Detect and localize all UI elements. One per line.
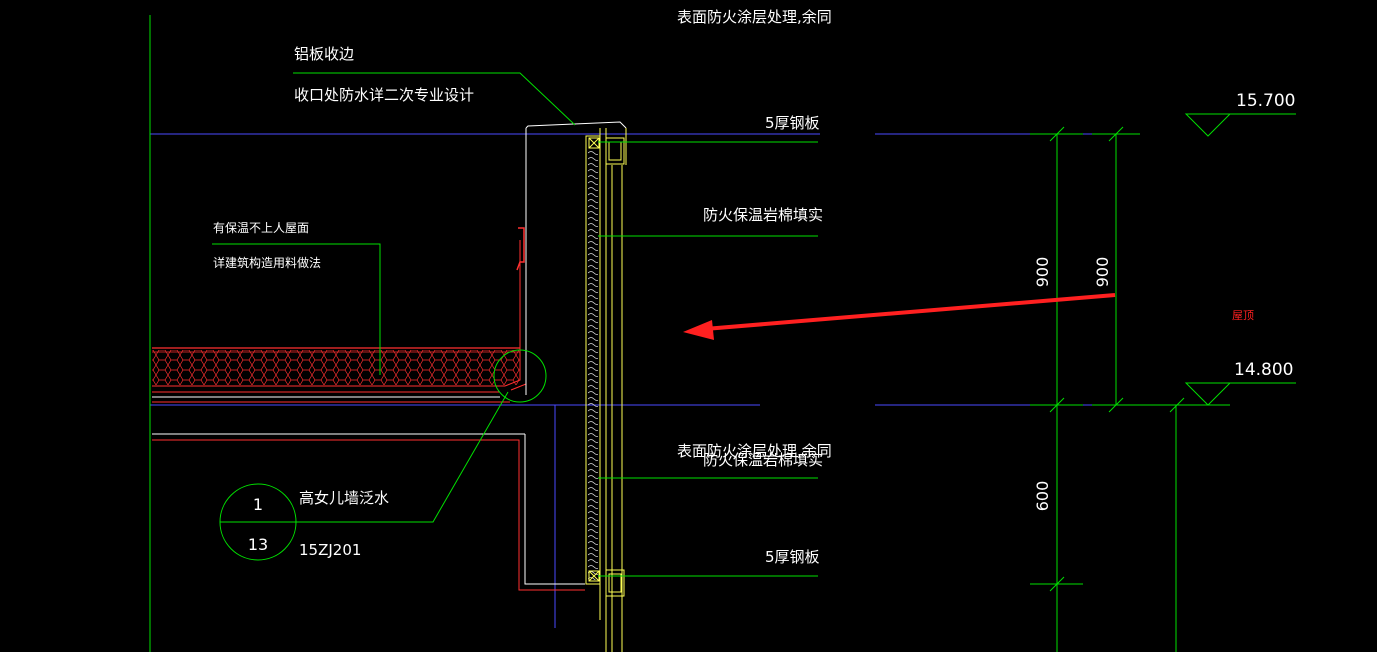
parapet-flashing-label: 高女儿墙泛水 <box>299 489 389 507</box>
elevation-top: 15.700 <box>1236 91 1295 111</box>
mid-note-1: 表面防火涂层处理,余同 <box>677 442 832 460</box>
rock-wool-top-label: 防火保温岩棉填实 <box>703 206 823 224</box>
elevation-marker-top <box>1184 113 1296 137</box>
dimension-600: 600 <box>1033 481 1052 512</box>
mid-note-2: 防火保温岩棉填实 <box>703 451 823 469</box>
elevation-bottom: 14.800 <box>1234 360 1293 380</box>
steel-plate-bottom-label: 5厚钢板 <box>765 548 820 566</box>
annotation-arrow <box>683 293 1116 340</box>
reference-lines <box>150 133 1140 628</box>
detail-index-number: 1 <box>253 495 263 514</box>
dimension-lines <box>1030 126 1230 652</box>
dimension-900-left: 900 <box>1033 257 1052 288</box>
roof-detail-label: 详建筑构造用料做法 <box>213 255 321 270</box>
waterproof-note: 收口处防水详二次专业设计 <box>294 86 474 104</box>
aluminum-edge-label: 铝板收边 <box>294 45 354 63</box>
detail-index-sheet: 13 <box>248 535 268 554</box>
roof-tag: 屋顶 <box>1232 309 1254 322</box>
leader-lines <box>212 72 818 577</box>
top-note: 表面防火涂层处理,余同 <box>677 8 832 26</box>
dimension-900-right: 900 <box>1093 257 1112 288</box>
steel-plate-top-label: 5厚钢板 <box>765 114 820 132</box>
elevation-marker-bottom <box>1184 382 1296 406</box>
roof-insulation-layer <box>152 222 527 403</box>
parapet-frame <box>525 121 627 652</box>
roof-type-label: 有保温不上人屋面 <box>213 221 309 235</box>
lower-slab <box>152 433 585 591</box>
detail-ref-label: 15ZJ201 <box>299 541 361 559</box>
